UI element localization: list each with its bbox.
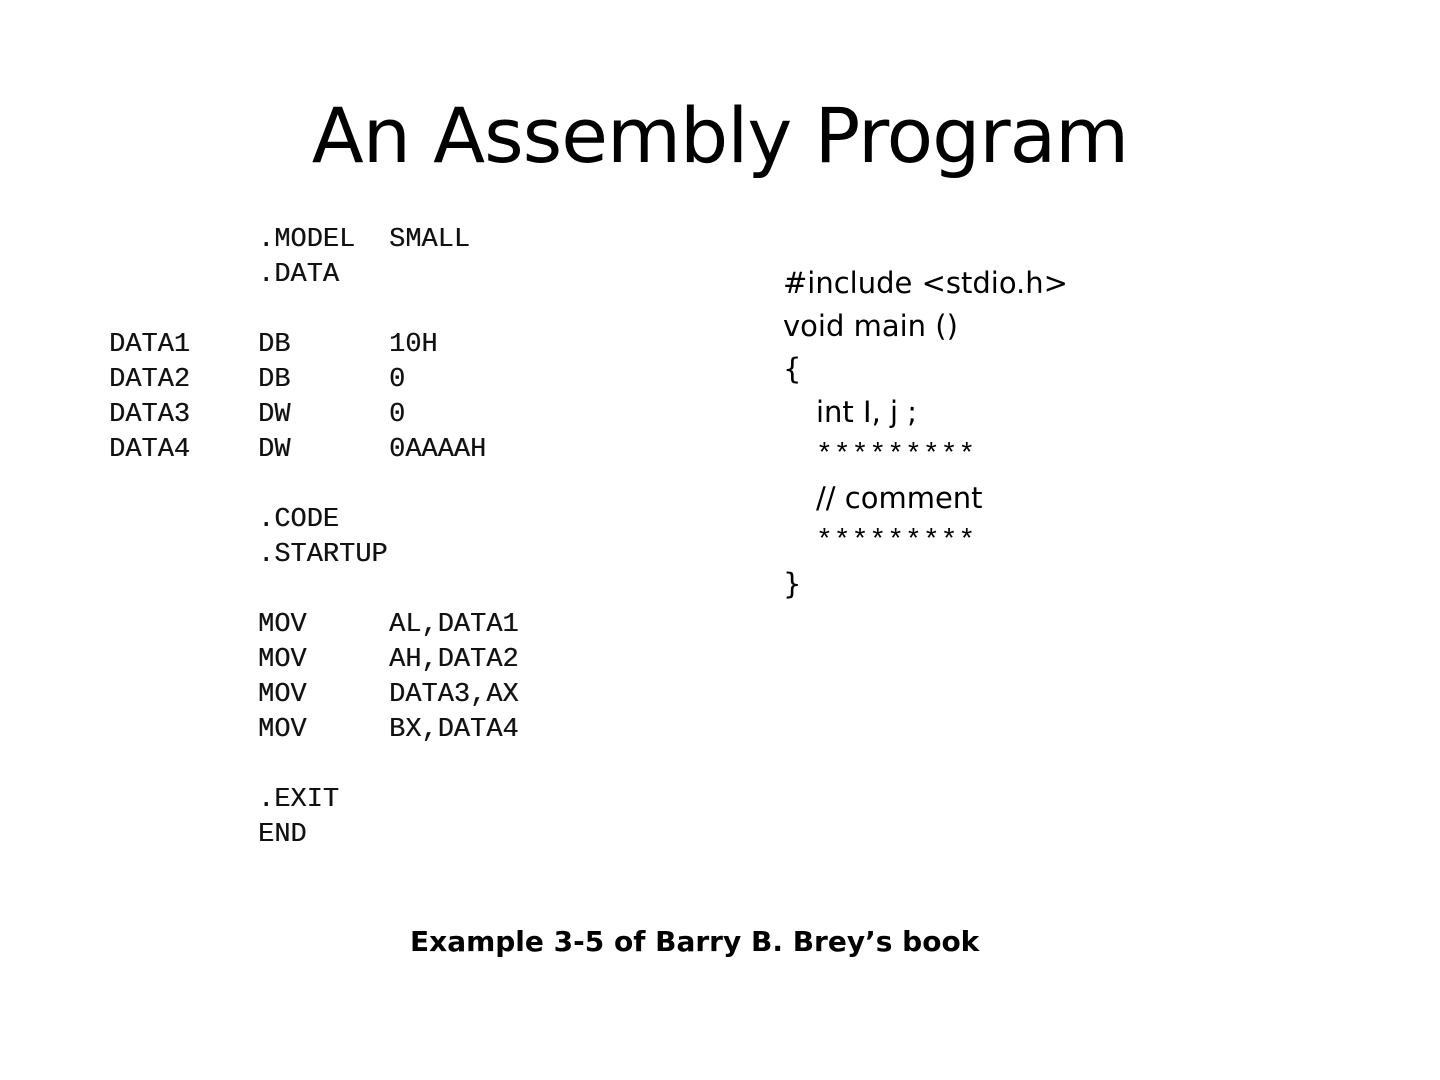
c-code-line: { [783, 352, 802, 386]
asm-data-label: DATA3 [109, 400, 191, 430]
asm-data-label: DATA1 [109, 330, 191, 360]
asm-instruction-args: AL,DATA1 [389, 610, 519, 640]
asm-data-value: 0 [389, 365, 406, 395]
asm-data-op: DB [258, 365, 291, 395]
c-code-line: void main () [783, 309, 958, 343]
asm-data-label: DATA4 [109, 435, 191, 465]
asm-data-label: DATA2 [109, 365, 191, 395]
slide-title: An Assembly Program [311, 91, 1129, 180]
asm-directive-end: END [258, 820, 307, 850]
asm-instruction-op: MOV [258, 715, 307, 745]
asm-instruction-args: AH,DATA2 [389, 645, 519, 675]
asm-data-value: 0 [389, 400, 406, 430]
asm-directive-exit: .EXIT [258, 785, 340, 815]
asm-directive-data: .DATA [258, 260, 340, 290]
asm-directive-model: .MODEL [258, 225, 356, 255]
c-code-block: #include <stdio.h> void main () { int I,… [783, 262, 1068, 606]
source-caption: Example 3-5 of Barry B. Brey’s book [410, 925, 980, 958]
c-code-line: ********* [816, 526, 977, 557]
c-code-line: // comment [816, 481, 983, 515]
c-code-line: } [783, 567, 802, 601]
asm-directive-startup: .STARTUP [258, 540, 388, 570]
asm-data-value: 10H [389, 330, 438, 360]
asm-data-op: DW [258, 435, 291, 465]
assembly-listing: .MODEL SMALL .DATA DATA1 DB 10H DATA2 DB… [0, 0, 700, 900]
asm-data-op: DW [258, 400, 291, 430]
asm-instruction-args: BX,DATA4 [389, 715, 519, 745]
c-code-line: #include <stdio.h> [783, 266, 1068, 300]
asm-instruction-args: DATA3,AX [389, 680, 519, 710]
asm-instruction-op: MOV [258, 610, 307, 640]
asm-directive-code: .CODE [258, 505, 340, 535]
asm-data-op: DB [258, 330, 291, 360]
asm-data-value: 0AAAAH [389, 435, 487, 465]
asm-instruction-op: MOV [258, 680, 307, 710]
asm-instruction-op: MOV [258, 645, 307, 675]
asm-model-arg: SMALL [389, 225, 471, 255]
c-code-line: int I, j ; [816, 395, 918, 429]
c-code-line: ********* [816, 440, 977, 471]
